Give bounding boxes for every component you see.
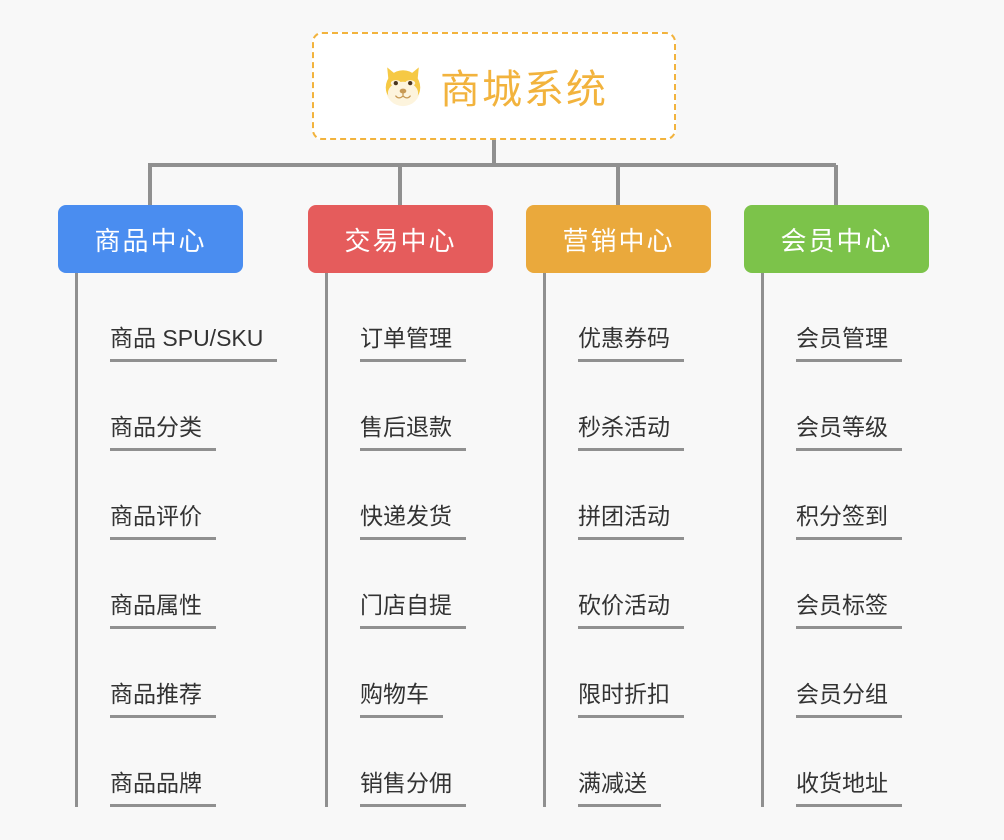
- leaf-item-label: 限时折扣: [578, 681, 684, 718]
- leaf-item-label: 商品推荐: [110, 681, 216, 718]
- leaf-item-label: 商品品牌: [110, 770, 216, 807]
- category-header-label: 营销中心: [562, 225, 675, 256]
- category-header-2[interactable]: 营销中心: [526, 205, 711, 273]
- leaf-item[interactable]: 快递发货: [328, 451, 518, 540]
- leaf-item[interactable]: 优惠券码: [546, 273, 736, 362]
- shiba-dog-face-icon: [380, 63, 426, 109]
- leaf-item[interactable]: 会员分组: [764, 629, 954, 718]
- leaf-item-label: 售后退款: [360, 414, 466, 451]
- leaf-item[interactable]: 积分签到: [764, 451, 954, 540]
- leaf-item-label: 秒杀活动: [578, 414, 684, 451]
- leaf-item-label: 积分签到: [796, 503, 902, 540]
- leaf-item[interactable]: 砍价活动: [546, 540, 736, 629]
- leaf-item[interactable]: 收货地址: [764, 718, 954, 807]
- category-header-0[interactable]: 商品中心: [58, 205, 243, 273]
- leaf-item-label: 会员分组: [796, 681, 902, 718]
- leaf-item[interactable]: 商品推荐: [78, 629, 288, 718]
- category-column-会员中心: 会员中心 会员管理 会员等级 积分签到 会员标签 会员分组 收货地址: [744, 205, 954, 807]
- leaf-item[interactable]: 限时折扣: [546, 629, 736, 718]
- category-header-label: 会员中心: [780, 225, 893, 256]
- leaf-item[interactable]: 会员标签: [764, 540, 954, 629]
- leaf-item[interactable]: 商品 SPU/SKU: [78, 273, 288, 362]
- connector-root-stem: [492, 140, 496, 166]
- leaf-item-label: 商品属性: [110, 592, 216, 629]
- category-header-label: 商品中心: [94, 225, 207, 256]
- root-node[interactable]: 商城系统: [312, 32, 676, 140]
- leaf-item-label: 商品分类: [110, 414, 216, 451]
- category-column-商品中心: 商品中心 商品 SPU/SKU 商品分类 商品评价 商品属性 商品推荐 商品品牌: [58, 205, 288, 807]
- leaf-item-label: 快递发货: [360, 503, 466, 540]
- leaf-item[interactable]: 会员管理: [764, 273, 954, 362]
- leaf-item-label: 会员管理: [796, 325, 902, 362]
- leaf-item-label: 商品 SPU/SKU: [110, 325, 278, 362]
- category-header-1[interactable]: 交易中心: [308, 205, 493, 273]
- leaf-list-2: 优惠券码 秒杀活动 拼团活动 砍价活动 限时折扣 满减送: [543, 273, 736, 807]
- category-column-交易中心: 交易中心 订单管理 售后退款 快递发货 门店自提 购物车 销售分佣: [308, 205, 518, 807]
- leaf-item-label: 会员标签: [796, 592, 902, 629]
- leaf-item[interactable]: 门店自提: [328, 540, 518, 629]
- leaf-item[interactable]: 商品品牌: [78, 718, 288, 807]
- category-header-label: 交易中心: [344, 225, 457, 256]
- root-title: 商城系统: [440, 68, 608, 112]
- leaf-item[interactable]: 商品属性: [78, 540, 288, 629]
- leaf-item-label: 门店自提: [360, 592, 466, 629]
- leaf-item-label: 满减送: [578, 770, 661, 807]
- connector-drop-2: [616, 165, 620, 205]
- connector-drop-3: [834, 165, 838, 205]
- leaf-item[interactable]: 秒杀活动: [546, 362, 736, 451]
- leaf-item[interactable]: 售后退款: [328, 362, 518, 451]
- leaf-item-label: 订单管理: [360, 325, 466, 362]
- leaf-item-label: 砍价活动: [578, 592, 684, 629]
- leaf-item[interactable]: 商品分类: [78, 362, 288, 451]
- leaf-list-3: 会员管理 会员等级 积分签到 会员标签 会员分组 收货地址: [761, 273, 954, 807]
- leaf-item[interactable]: 销售分佣: [328, 718, 518, 807]
- leaf-item-label: 商品评价: [110, 503, 216, 540]
- leaf-item-label: 优惠券码: [578, 325, 684, 362]
- leaf-item[interactable]: 拼团活动: [546, 451, 736, 540]
- leaf-list-1: 订单管理 售后退款 快递发货 门店自提 购物车 销售分佣: [325, 273, 518, 807]
- connector-drop-1: [398, 165, 402, 205]
- leaf-item[interactable]: 满减送: [546, 718, 736, 807]
- leaf-item-label: 销售分佣: [360, 770, 466, 807]
- category-column-营销中心: 营销中心 优惠券码 秒杀活动 拼团活动 砍价活动 限时折扣 满减送: [526, 205, 736, 807]
- leaf-item-label: 收货地址: [796, 770, 902, 807]
- leaf-item-label: 会员等级: [796, 414, 902, 451]
- category-header-3[interactable]: 会员中心: [744, 205, 929, 273]
- leaf-item[interactable]: 商品评价: [78, 451, 288, 540]
- leaf-item[interactable]: 购物车: [328, 629, 518, 718]
- leaf-item-label: 购物车: [360, 681, 443, 718]
- leaf-item-label: 拼团活动: [578, 503, 684, 540]
- connector-drop-0: [148, 165, 152, 205]
- leaf-list-0: 商品 SPU/SKU 商品分类 商品评价 商品属性 商品推荐 商品品牌: [75, 273, 288, 807]
- leaf-item[interactable]: 会员等级: [764, 362, 954, 451]
- connector-horizontal-bar: [148, 163, 836, 167]
- leaf-item[interactable]: 订单管理: [328, 273, 518, 362]
